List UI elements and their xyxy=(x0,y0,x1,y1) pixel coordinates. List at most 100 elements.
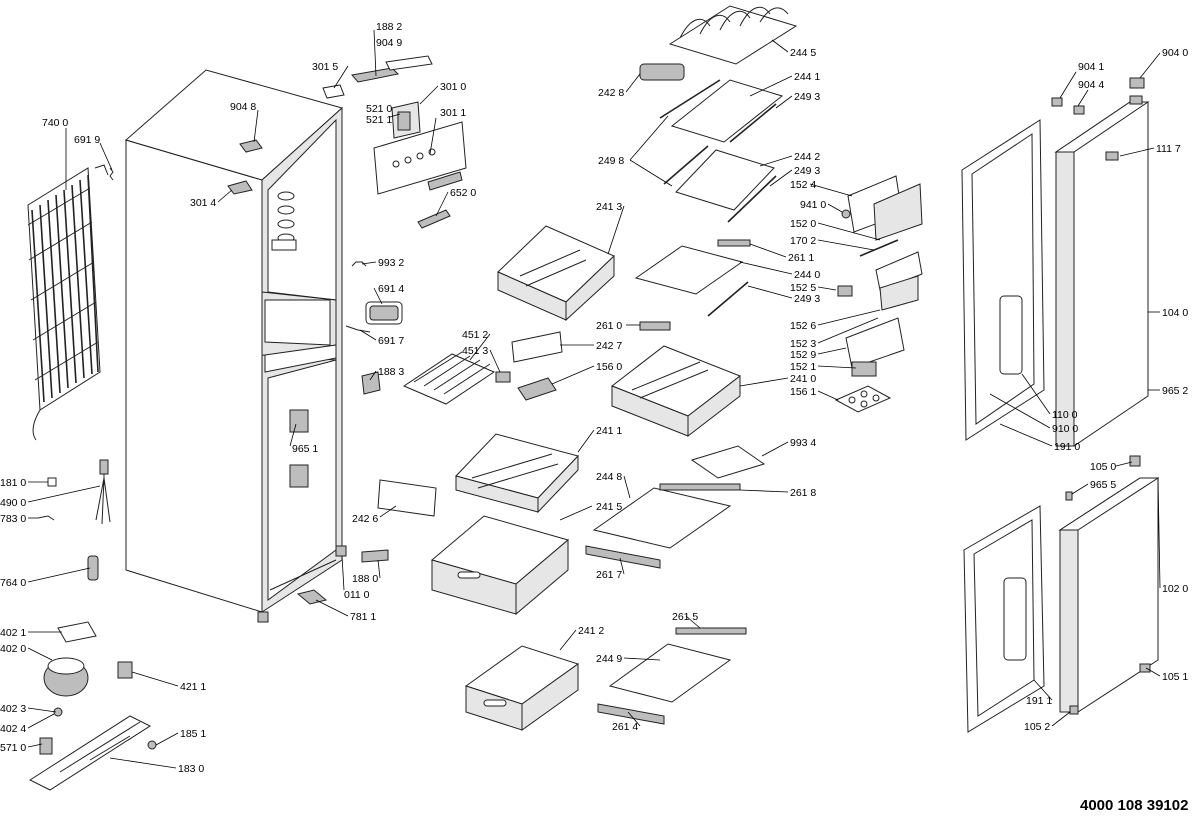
shelf-trim xyxy=(659,79,721,119)
callout-label: 451 3 xyxy=(462,345,488,357)
freezer-drawer-large xyxy=(430,515,570,616)
callout-label: 301 0 xyxy=(440,81,466,93)
compressor xyxy=(39,621,97,755)
bottom-bush xyxy=(1069,705,1079,715)
freezer-drawer-top xyxy=(610,345,742,438)
callout-label: 102 0 xyxy=(1162,583,1188,595)
callout-label: 244 2 xyxy=(794,151,820,163)
callout-label: 249 3 xyxy=(794,293,820,305)
glass-shelf-crisper xyxy=(634,245,744,295)
callout-label: 521 0 xyxy=(366,103,392,115)
base-plate xyxy=(28,715,152,791)
callout-label: 261 7 xyxy=(596,569,622,581)
callout-labels: 740 0 691 9 904 8 301 4 301 5 188 2 904 … xyxy=(0,21,1188,775)
callout-label: 301 1 xyxy=(440,107,466,119)
rail-clip-5 xyxy=(675,627,747,635)
hinge-pin-b xyxy=(1073,105,1085,115)
ice-tray-clip xyxy=(495,371,511,383)
callout-label: 241 5 xyxy=(596,501,622,513)
callout-label: 421 1 xyxy=(180,681,206,693)
callout-label: 261 5 xyxy=(672,611,698,623)
callout-label: 691 4 xyxy=(378,283,404,295)
bin-bar xyxy=(859,239,899,257)
hinge-cover-left xyxy=(227,180,253,195)
fridge-handle xyxy=(999,295,1023,375)
callout-label: 691 7 xyxy=(378,335,404,347)
lamp-holder xyxy=(385,55,433,71)
callout-label: 402 1 xyxy=(0,627,26,639)
callout-label: 301 5 xyxy=(312,61,338,73)
hinge-bush xyxy=(1129,455,1141,467)
door-bin-lower xyxy=(845,317,905,369)
fan-grill xyxy=(365,301,403,325)
callout-label: 188 2 xyxy=(376,21,402,33)
knob xyxy=(841,209,851,219)
callout-label: 904 1 xyxy=(1078,61,1104,73)
callout-label: 249 3 xyxy=(794,165,820,177)
callout-label: 261 0 xyxy=(596,320,622,332)
callout-label: 402 0 xyxy=(0,643,26,655)
callout-label: 105 2 xyxy=(1024,721,1050,733)
fridge-door-gasket xyxy=(961,119,1045,441)
callout-label: 244 8 xyxy=(596,471,622,483)
callout-label: 191 1 xyxy=(1026,695,1052,707)
callout-label: 993 2 xyxy=(378,257,404,269)
callout-label: 110 0 xyxy=(1052,409,1078,421)
hinge-bracket xyxy=(361,371,381,395)
rail-clip-4 xyxy=(585,545,661,569)
callout-label: 910 0 xyxy=(1052,423,1078,435)
shelf-trim xyxy=(663,145,709,185)
callout-label: 965 1 xyxy=(292,443,318,455)
callout-label: 261 1 xyxy=(788,252,814,264)
hinge-cover xyxy=(239,139,263,153)
rail-clip-2 xyxy=(639,321,671,331)
callout-label: 781 1 xyxy=(350,611,376,623)
freezer-door xyxy=(1058,477,1160,713)
callout-label: 965 5 xyxy=(1090,479,1116,491)
callout-label: 451 2 xyxy=(462,329,488,341)
control-panel xyxy=(373,101,467,195)
tray-insert xyxy=(690,445,766,479)
callout-label: 521 1 xyxy=(366,114,392,126)
document-code: 4000 108 39102 xyxy=(1080,797,1188,814)
callout-label: 244 9 xyxy=(596,653,622,665)
callout-label: 241 3 xyxy=(596,201,622,213)
divider-plate xyxy=(377,479,437,517)
freezer-drawer-mid xyxy=(455,433,579,514)
hinge-cover-top xyxy=(1129,77,1145,89)
leveling-foot xyxy=(296,589,328,605)
callout-label: 402 4 xyxy=(0,723,26,735)
callout-label: 183 0 xyxy=(178,763,204,775)
glass-shelf-freezer xyxy=(592,487,732,549)
door-bin-upper xyxy=(847,175,923,241)
callout-label: 965 2 xyxy=(1162,385,1188,397)
bin-insert xyxy=(851,361,877,377)
callout-label: 152 3 xyxy=(790,338,816,350)
shelf-trim xyxy=(727,175,777,223)
callout-label: 241 0 xyxy=(790,373,816,385)
callout-label: 249 8 xyxy=(598,155,624,167)
screw xyxy=(147,740,157,750)
ice-cube-tray xyxy=(517,377,557,401)
callout-label: 104 0 xyxy=(1162,307,1188,319)
callout-label: 301 4 xyxy=(190,197,216,209)
callout-label: 261 4 xyxy=(612,721,638,733)
callout-label: 152 0 xyxy=(790,218,816,230)
filter-drier xyxy=(87,555,99,581)
callout-label: 244 5 xyxy=(790,47,816,59)
callout-label: 152 9 xyxy=(790,349,816,361)
ice-grate xyxy=(402,351,496,405)
callout-label: 152 1 xyxy=(790,361,816,373)
callout-label: 170 2 xyxy=(790,235,816,247)
callout-label: 691 9 xyxy=(74,134,100,146)
hinge-pin-a xyxy=(1051,97,1063,107)
wine-rack xyxy=(668,5,798,65)
shelf-trim xyxy=(729,103,777,143)
thermostat xyxy=(47,477,57,487)
heater-wire xyxy=(345,325,371,333)
lamp-cover xyxy=(351,67,400,83)
callout-label: 242 8 xyxy=(598,87,624,99)
bottom-hinge xyxy=(361,549,389,563)
callout-label: 105 1 xyxy=(1162,671,1188,683)
